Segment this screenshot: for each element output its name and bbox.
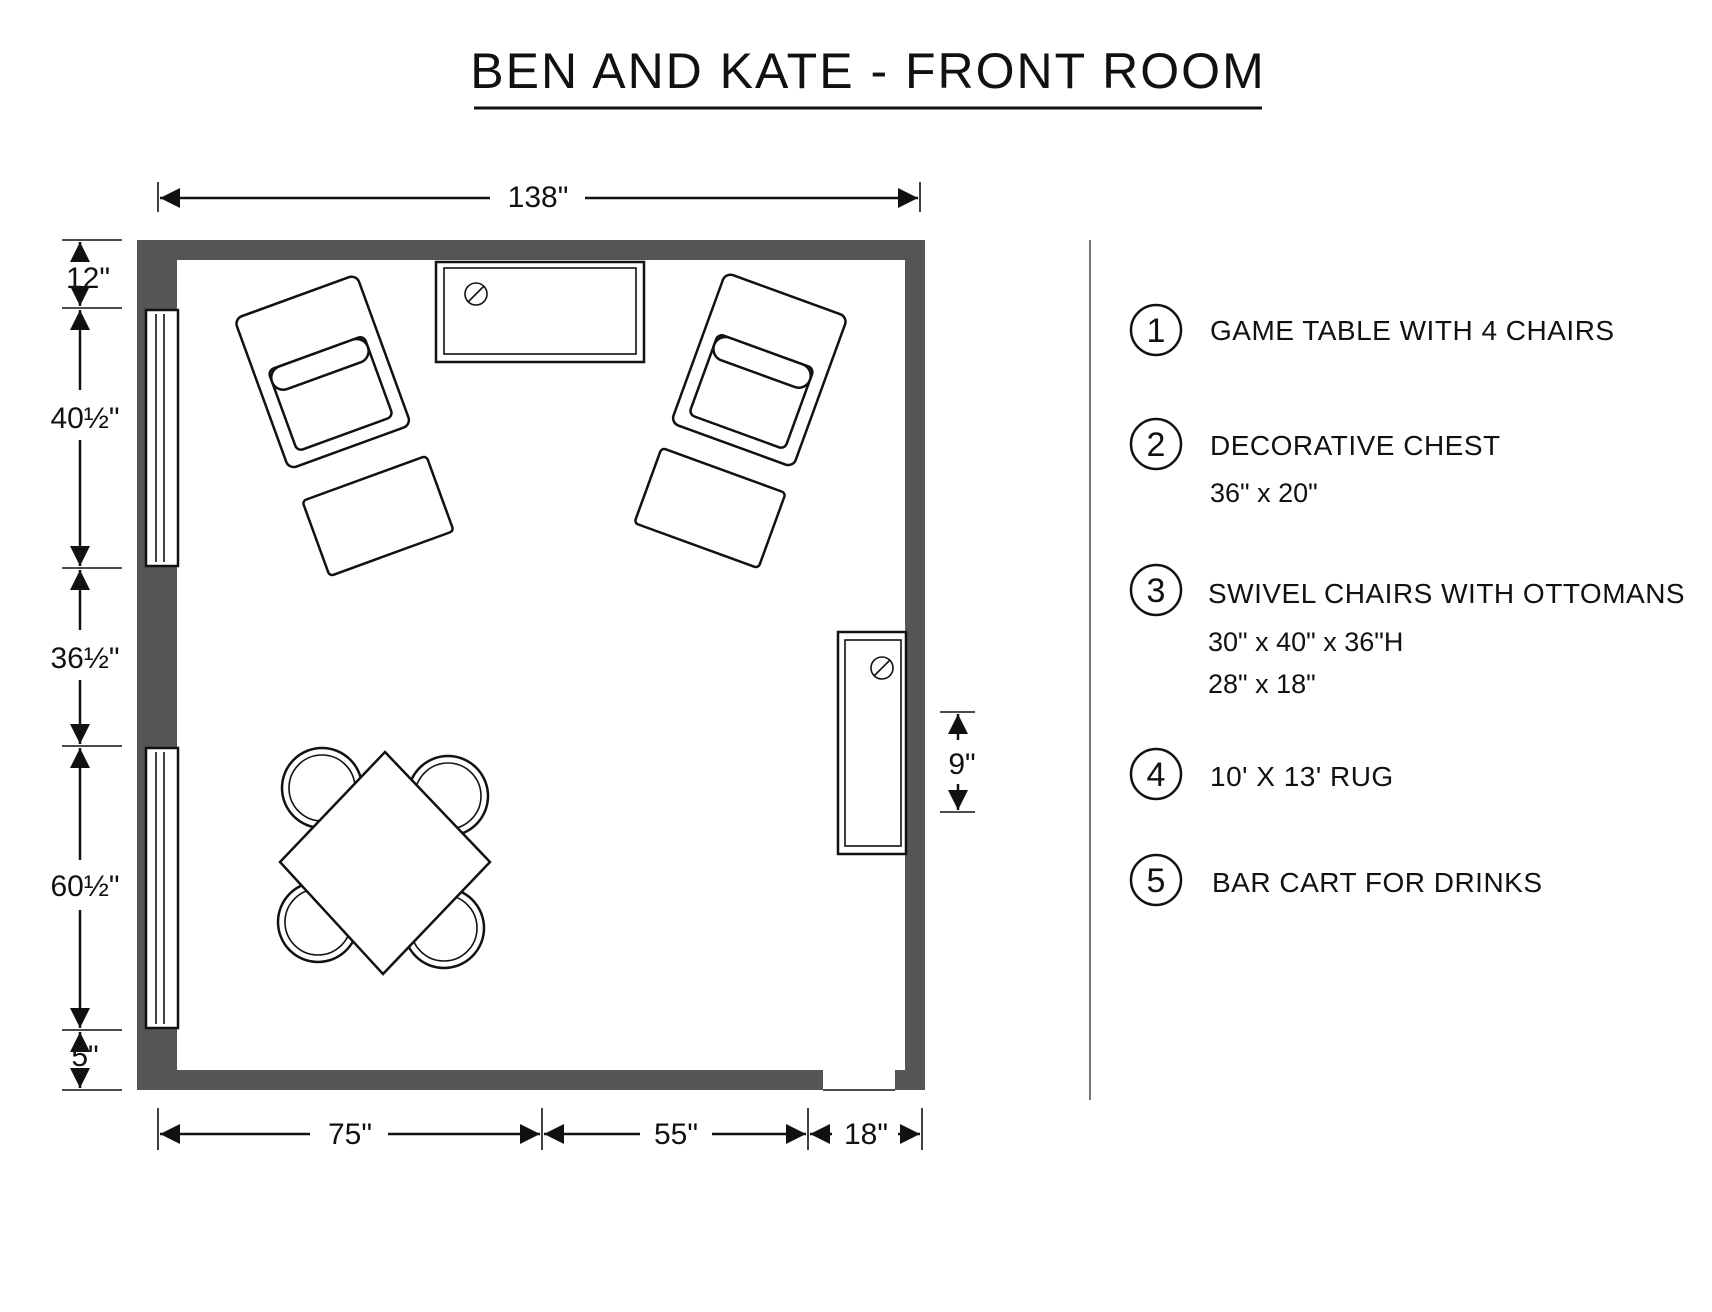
- legend-detail: 30" x 40" x 36"H: [1208, 627, 1403, 657]
- legend-detail: 28" x 18": [1208, 669, 1316, 699]
- dimension-label-18: 18": [844, 1118, 888, 1151]
- ottoman-right: [634, 447, 786, 569]
- window-upper: [144, 308, 180, 568]
- dimension-label-75: 75": [328, 1118, 372, 1151]
- legend-title: DECORATIVE CHEST: [1210, 430, 1501, 461]
- swivel-chair-left: [235, 275, 411, 469]
- legend-number: 4: [1147, 756, 1166, 794]
- dimension-label-5: 5": [71, 1040, 98, 1073]
- legend-title: BAR CART FOR DRINKS: [1212, 867, 1543, 898]
- dimension-label-36: 36½": [50, 642, 119, 675]
- legend-detail: 36" x 20": [1210, 478, 1318, 508]
- page-title: BEN AND KATE - FRONT ROOM: [470, 43, 1265, 99]
- game-table-top: [278, 750, 492, 976]
- legend-item-2: 2 DECORATIVE CHEST 36" x 20": [1129, 417, 1501, 508]
- legend-number-badge: [1129, 563, 1183, 617]
- legend-item-3: 3 SWIVEL CHAIRS WITH OTTOMANS 30" x 40" …: [1129, 563, 1685, 699]
- dimension-left: 12" 40½" 36½" 60½" 5": [50, 239, 122, 1091]
- ottoman-left: [302, 455, 454, 577]
- legend-item-4: 4 10' X 13' RUG: [1129, 747, 1394, 801]
- legend-title: 10' X 13' RUG: [1210, 761, 1394, 792]
- dimension-bottom: 75" 55" 18": [157, 1108, 923, 1151]
- dimension-label-40: 40½": [50, 402, 119, 435]
- swivel-chair-right: [671, 273, 847, 467]
- dimension-right: 9": [940, 711, 976, 813]
- legend-title: GAME TABLE WITH 4 CHAIRS: [1210, 315, 1615, 346]
- window-lower: [144, 746, 180, 1030]
- legend-number: 3: [1147, 572, 1166, 610]
- legend-number: 2: [1147, 426, 1166, 464]
- decorative-chest: [434, 260, 646, 364]
- legend-item-1: 1 GAME TABLE WITH 4 CHAIRS: [1129, 303, 1615, 357]
- legend-number-badge: [1129, 417, 1183, 471]
- dimension-label-55: 55": [654, 1118, 698, 1151]
- legend-number-badge: [1129, 747, 1183, 801]
- dimension-label-top: 138": [508, 181, 569, 214]
- legend-number-badge: [1129, 303, 1183, 357]
- bar-cart: [836, 630, 908, 856]
- chest-knob-icon: [464, 282, 488, 306]
- legend-item-5: 5 BAR CART FOR DRINKS: [1129, 853, 1543, 907]
- legend-title: SWIVEL CHAIRS WITH OTTOMANS: [1208, 578, 1685, 609]
- dimension-label-12: 12": [66, 262, 110, 295]
- legend: 1 GAME TABLE WITH 4 CHAIRS 2 DECORATIVE …: [1129, 303, 1685, 907]
- dimension-label-60: 60½": [50, 870, 119, 903]
- game-table: [276, 746, 492, 976]
- legend-number: 1: [1147, 312, 1166, 350]
- dimension-label-9: 9": [948, 748, 975, 781]
- legend-number: 5: [1147, 862, 1166, 900]
- bar-cart-knob-icon: [870, 656, 894, 680]
- legend-number-badge: [1129, 853, 1183, 907]
- dimension-top: 138": [157, 181, 921, 214]
